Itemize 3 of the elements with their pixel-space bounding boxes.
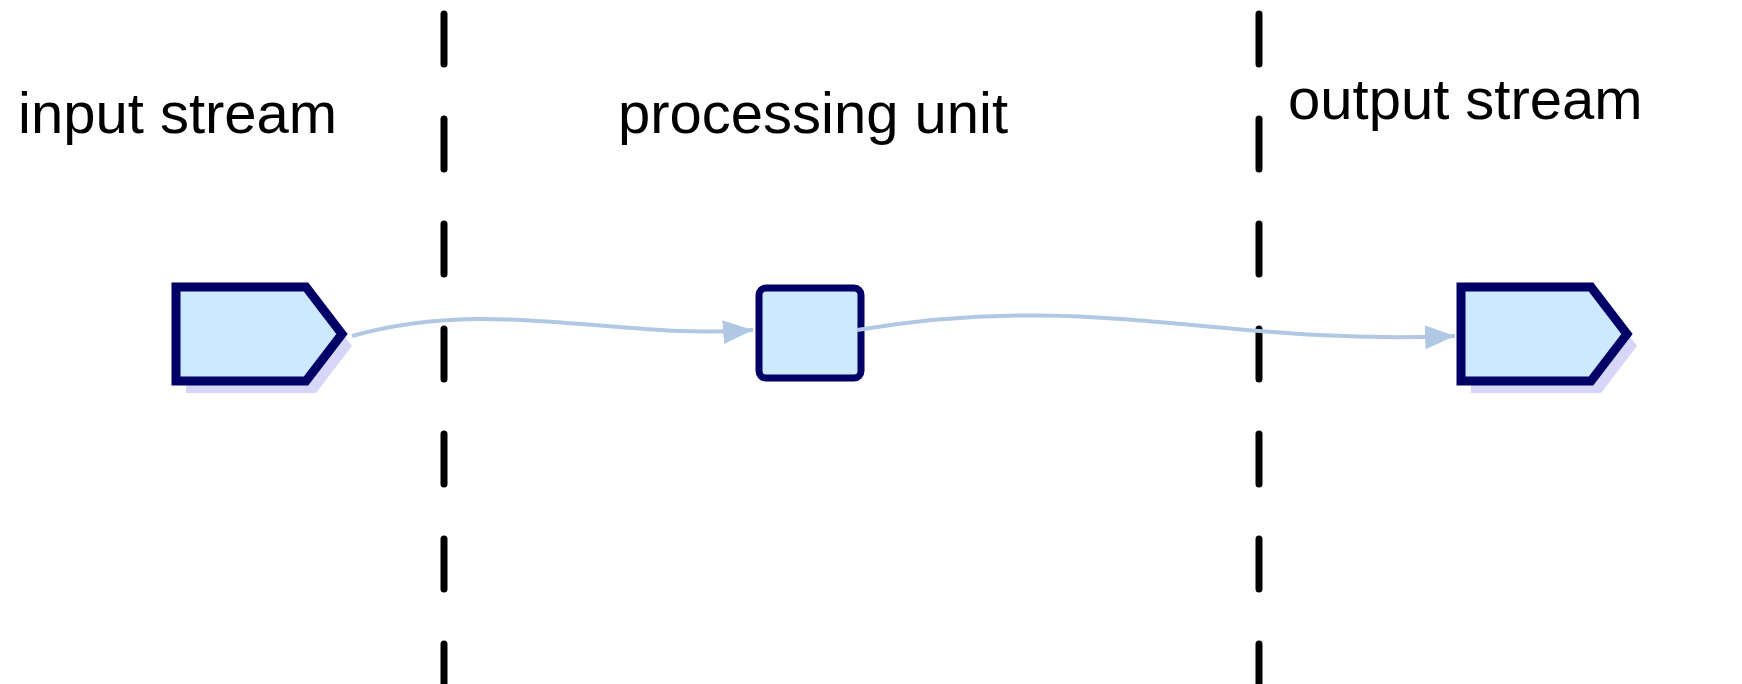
arrow	[351, 316, 754, 344]
arrow	[856, 313, 1456, 349]
process-box	[755, 284, 865, 382]
